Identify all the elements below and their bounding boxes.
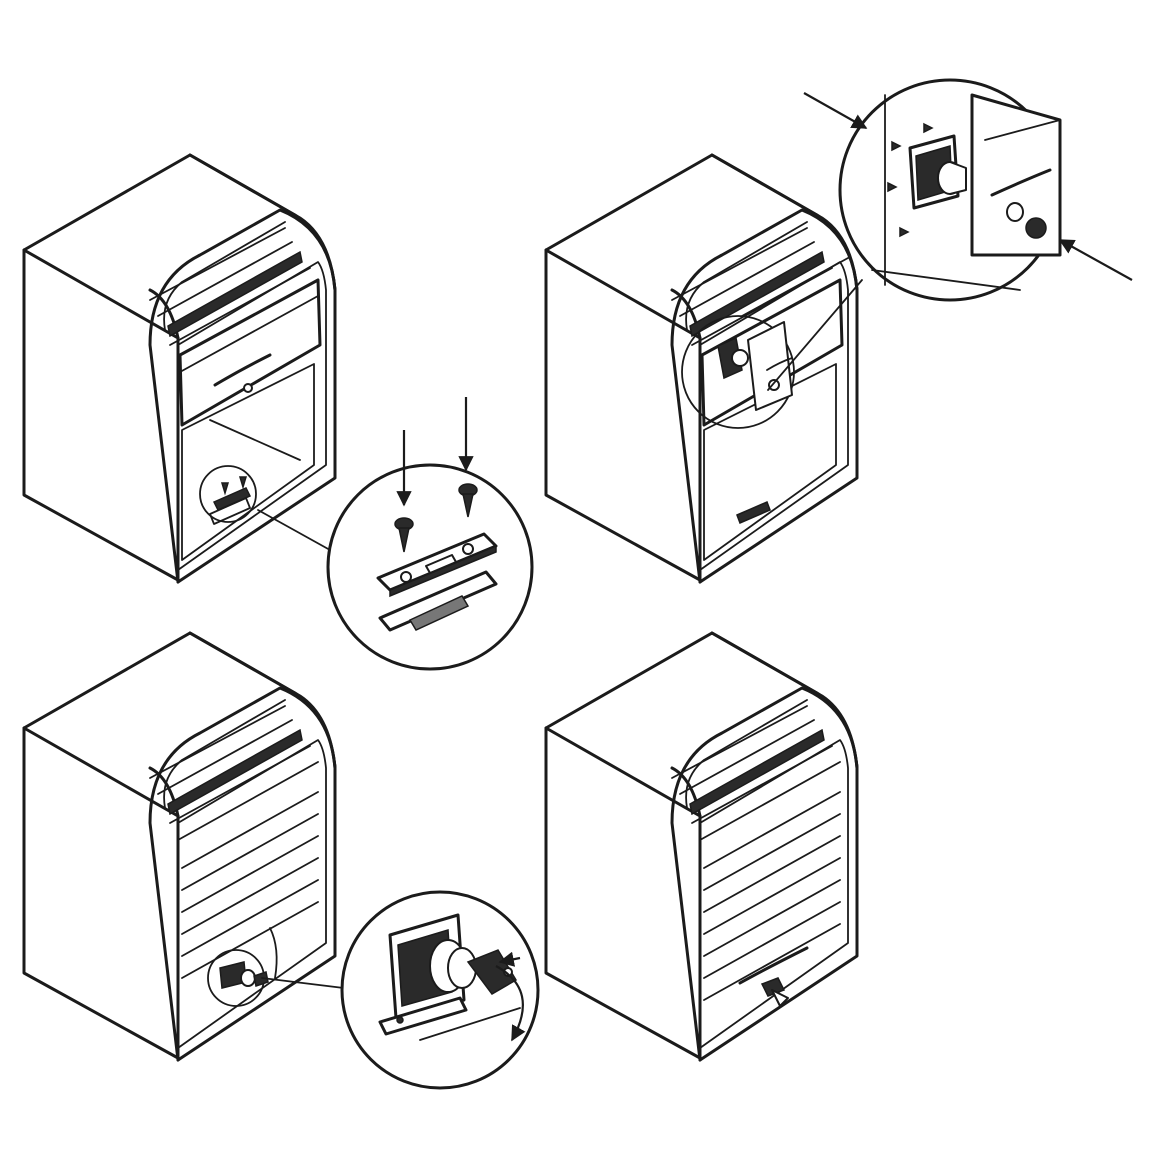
step-1-cabinet (22, 153, 337, 584)
step-3-lock-small (207, 949, 269, 1007)
step-3-cabinet (22, 631, 337, 1062)
step-2-cabinet (544, 153, 859, 584)
step-1-detail-strike-plate (326, 397, 534, 671)
screw-icon (458, 483, 478, 518)
step-2-lock-inset (681, 315, 795, 429)
step-2-connector-line (741, 257, 849, 317)
step-4-closed-slats (703, 791, 841, 1001)
step-1-strike-plate-small (199, 465, 257, 525)
step-2-connector-line (767, 279, 863, 391)
step-3-closed-slats (181, 791, 319, 979)
step-4-cabinet (544, 631, 859, 1062)
screw-icon (394, 517, 414, 553)
step-3-detail-key-turn (340, 890, 540, 1090)
step-2-detail-lock-cylinder (803, 78, 1133, 302)
